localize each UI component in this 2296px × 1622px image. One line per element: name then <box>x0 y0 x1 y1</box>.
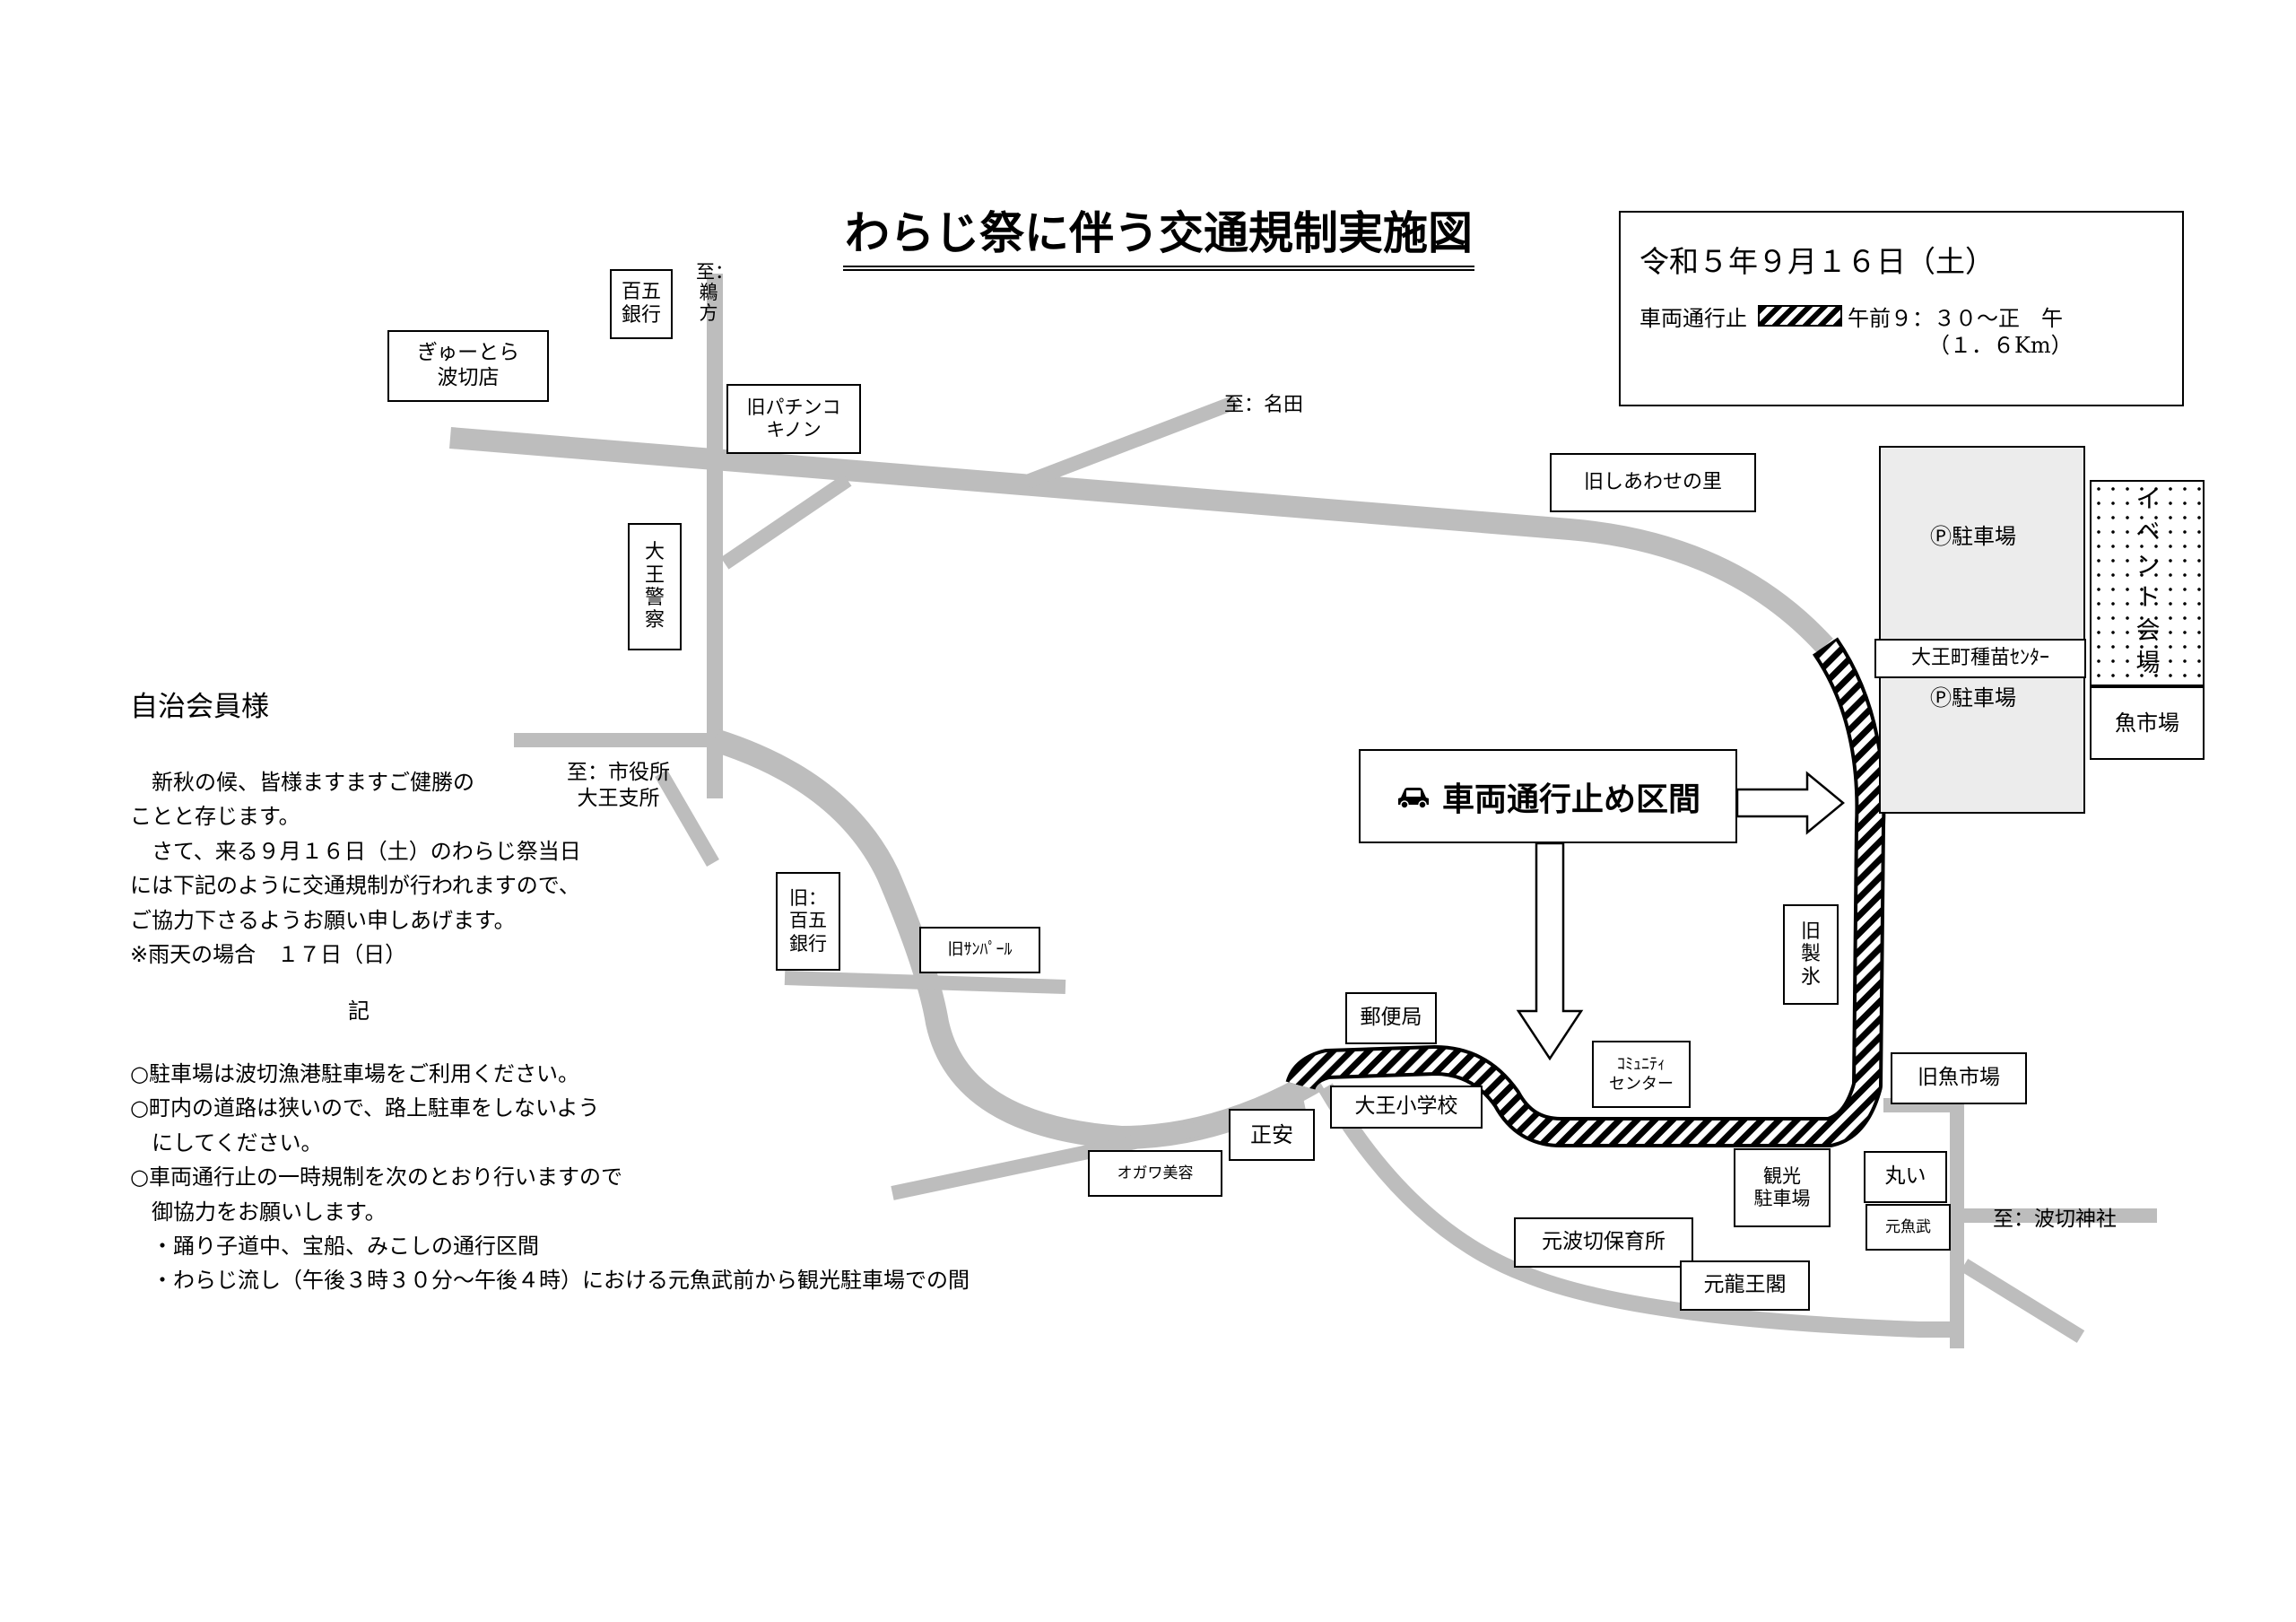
old-pachinko-label: 旧パチンコ キノン <box>726 384 861 454</box>
event-venue-area <box>2090 480 2205 686</box>
direction-shrine: 至：波切神社 <box>1993 1208 2117 1231</box>
road-shrine-diagonal <box>1960 1259 2085 1343</box>
direction-udogata: 至：鵜方 <box>696 261 734 325</box>
old-hyakugo-bank-label: 旧： 百五 銀行 <box>776 872 840 971</box>
letter-intro: 新秋の候、皆様ますますご健勝の ことと存じます。 さて、来る９月１６日（土）のわ… <box>130 770 581 967</box>
hatch-legend-swatch <box>1758 305 1842 327</box>
road-nada <box>1024 395 1239 489</box>
closure-route-hatch <box>1289 639 1883 1144</box>
hyakugo-bank-label: 百五 銀行 <box>610 269 673 339</box>
info-box <box>1619 211 2184 406</box>
closure-time: 午前９：３０～正 午 <box>1848 306 2063 331</box>
nursery-label: 元波切保育所 <box>1514 1217 1693 1268</box>
car-icon <box>1397 787 1429 809</box>
old-sunpearl-label: 旧ｻﾝﾊﾟｰﾙ <box>919 927 1040 973</box>
parking-label-1: Ⓟ駐車場 <box>1930 524 2016 549</box>
event-venue-label: イ ベ ン ト 会 場 <box>2135 486 2161 678</box>
old-fish-market-label: 旧魚市場 <box>1891 1052 2027 1104</box>
motouotake-label: 元魚武 <box>1866 1204 1951 1251</box>
arrow-down-outline <box>1516 842 1584 1061</box>
old-shiawase-label: 旧しあわせの里 <box>1550 453 1756 512</box>
fish-market-label: 魚市場 <box>2090 686 2205 760</box>
letter-ki: 記 <box>348 998 370 1024</box>
closure-legend-label: 車両通行止 <box>1639 306 1747 331</box>
closure-distance: （１．６Km） <box>1928 333 2073 358</box>
parking-area <box>1879 446 2085 814</box>
post-office-label: 郵便局 <box>1345 992 1437 1044</box>
road-city-hall-branch <box>655 769 719 868</box>
daio-school-label: 大王小学校 <box>1330 1086 1483 1129</box>
direction-nada: 至：名田 <box>1224 394 1304 416</box>
tourist-parking-label: 観光 駐車場 <box>1734 1148 1831 1227</box>
road-lower-curve <box>1318 1083 1955 1338</box>
road-shrine <box>1883 1098 1964 1348</box>
seedling-center-label: 大王町種苗ｾﾝﾀｰ <box>1874 639 2086 678</box>
event-date: 令和５年９月１６日（土） <box>1639 244 1995 279</box>
roads <box>449 274 2157 1348</box>
ogawa-beauty-label: オガワ美容 <box>1088 1150 1222 1197</box>
callout-arrows <box>1516 771 1845 1061</box>
direction-city-hall: 至：市役所 大王支所 <box>567 761 670 810</box>
marui-label: 丸い <box>1864 1151 1947 1203</box>
police-label: 大 王 警 察 <box>628 523 682 650</box>
page-title: わらじ祭に伴う交通規制実施図 <box>843 197 1474 271</box>
old-ice-factory-label: 旧 製 氷 <box>1783 904 1839 1005</box>
seian-label: 正安 <box>1229 1109 1315 1161</box>
closure-callout: 車両通行止め区間 <box>1359 749 1737 843</box>
parking-label-2: Ⓟ駐車場 <box>1930 685 2016 711</box>
letter-heading: 自治会員様 <box>130 691 269 723</box>
gyutora-label: ぎゅーとら 波切店 <box>387 330 549 402</box>
letter-items: ○駐車場は波切漁港駐車場をご利用ください。 ○町内の道路は狭いので、路上駐車をし… <box>130 1061 970 1294</box>
closure-route <box>1285 637 1886 1147</box>
community-center-label: ｺﾐｭﾆﾃｨ センター <box>1592 1041 1691 1108</box>
arrow-right-outline <box>1735 771 1845 835</box>
ryuoukaku-label: 元龍王閣 <box>1680 1260 1810 1311</box>
road-main-upper <box>449 427 1833 654</box>
closure-callout-text: 車両通行止め区間 <box>1441 780 1700 818</box>
road-sunpearl <box>784 971 1066 994</box>
road-diagonal-police <box>720 474 852 570</box>
